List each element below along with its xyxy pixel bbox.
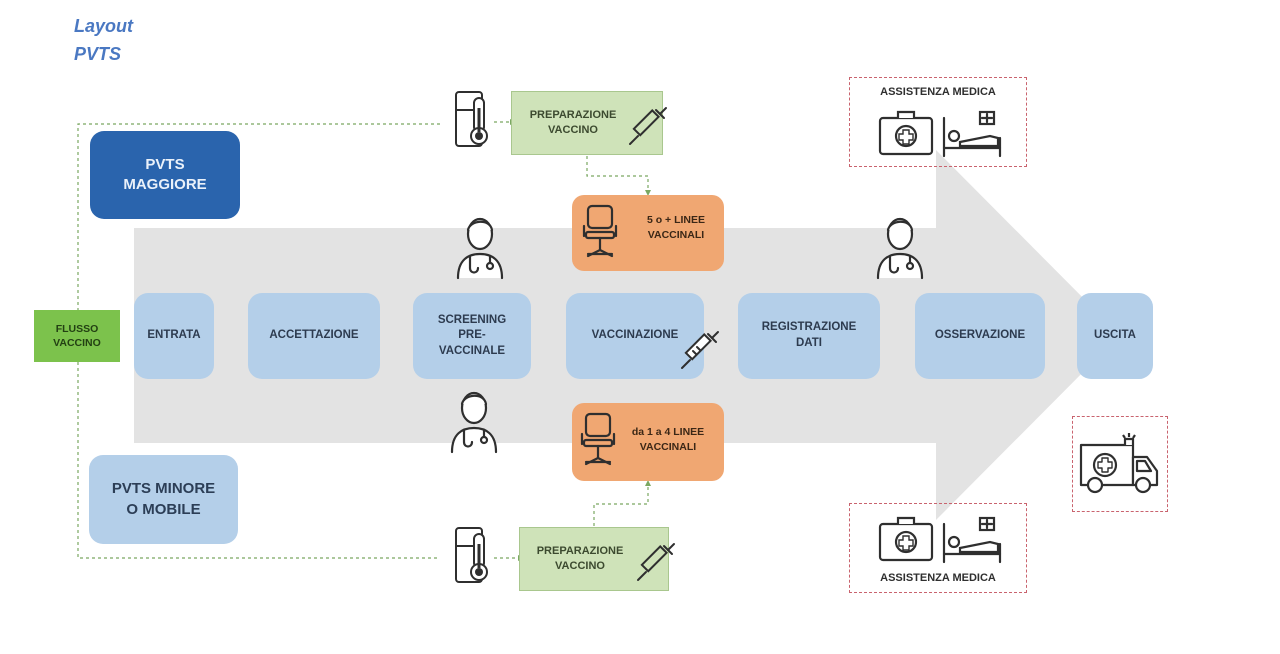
syringe-icon	[637, 543, 675, 581]
chair-icon	[582, 204, 618, 258]
syringe-icon	[629, 107, 667, 145]
assistenza-medica-bottom-label: ASSISTENZA MEDICA	[880, 572, 996, 584]
flusso-vaccino-box: FLUSSO VACCINO	[34, 310, 120, 362]
chair-icon	[580, 412, 616, 466]
first-aid-kit-icon	[878, 110, 934, 156]
doctor-icon	[456, 217, 504, 280]
syringe-icon	[681, 331, 719, 369]
pvts-maggiore-box: PVTS MAGGIORE	[90, 131, 240, 219]
hospital-bed-icon	[942, 110, 1002, 158]
vaccination-lines-bottom: da 1 a 4 LINEE VACCINALI	[572, 403, 724, 481]
step-screening: SCREENING PRE- VACCINALE	[413, 293, 531, 379]
vaccination-lines-top-label: 5 o + LINEE VACCINALI	[646, 214, 706, 242]
assistenza-medica-bottom: ASSISTENZA MEDICA	[849, 503, 1027, 593]
hospital-bed-icon	[942, 516, 1002, 564]
assistenza-medica-top-label: ASSISTENZA MEDICA	[880, 86, 996, 98]
prep-vaccino-top: PREPARAZIONE VACCINO	[511, 91, 663, 155]
vaccination-lines-top: 5 o + LINEE VACCINALI	[572, 195, 724, 271]
pvts-title: PVTS	[74, 44, 122, 64]
step-accettazione: ACCETTAZIONE	[248, 293, 380, 379]
prep-vaccino-bottom: PREPARAZIONE VACCINO	[519, 527, 669, 591]
step-entrata: ENTRATA	[134, 293, 214, 379]
vaccination-lines-bottom-label: da 1 a 4 LINEE VACCINALI	[631, 426, 705, 454]
first-aid-kit-icon	[878, 516, 934, 562]
step-osservazione: OSSERVAZIONE	[915, 293, 1045, 379]
doctor-icon	[450, 391, 498, 454]
ambulance-icon	[1079, 433, 1159, 494]
assistenza-medica-top: ASSISTENZA MEDICA	[849, 77, 1027, 167]
fridge-thermometer-icon	[455, 91, 488, 147]
pvts-minore-box: PVTS MINORE O MOBILE	[89, 455, 238, 544]
step-uscita: USCITA	[1077, 293, 1153, 379]
fridge-thermometer-icon	[455, 527, 488, 583]
doctor-icon	[876, 217, 924, 280]
step-vaccinazione: VACCINAZIONE	[566, 293, 704, 379]
step-registrazione: REGISTRAZIONE DATI	[738, 293, 880, 379]
ambulance-box	[1072, 416, 1168, 512]
layout-title: Layout	[74, 16, 134, 36]
